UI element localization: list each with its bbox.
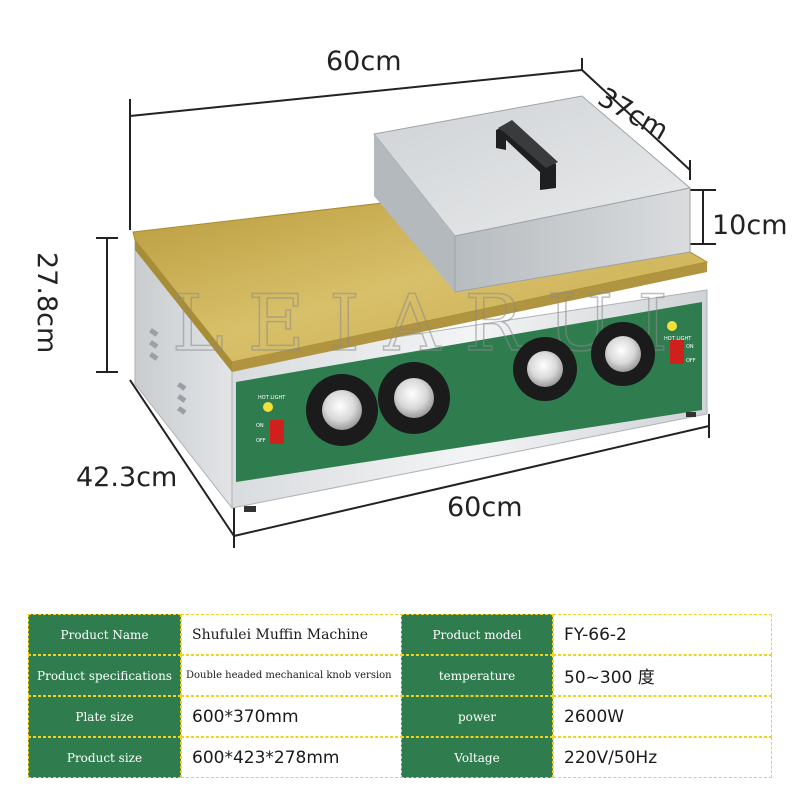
right-control-group: HOT LIGHT ON OFF <box>513 321 696 401</box>
spec-value: 600*370mm <box>181 696 403 737</box>
spec-value: 50~300 度 <box>553 655 772 696</box>
spec-value: 2600W <box>553 696 772 737</box>
spec-value: Shufulei Muffin Machine <box>181 614 403 655</box>
spec-label: power <box>401 696 553 737</box>
dimension-lid-height: 10cm <box>712 210 788 241</box>
hot-light-label-right: HOT LIGHT <box>664 336 692 342</box>
dimension-lines <box>96 58 716 548</box>
side-vents <box>149 328 187 415</box>
dimension-depth: 42.3cm <box>76 462 178 493</box>
off-label-right: OFF <box>686 358 696 364</box>
dimension-bottom-width: 60cm <box>447 492 523 523</box>
power-switch-right[interactable] <box>670 340 684 364</box>
table-row: Product specifications Double headed mec… <box>28 655 772 696</box>
temperature-knob-right-1[interactable] <box>527 351 563 387</box>
dimension-height: 27.8cm <box>31 252 62 354</box>
table-row: Product Name Shufulei Muffin Machine Pro… <box>28 614 772 655</box>
spec-label: Plate size <box>28 696 181 737</box>
temperature-knob-left-2[interactable] <box>394 378 434 418</box>
lid-front <box>454 187 691 293</box>
spec-label: Product Name <box>28 614 181 655</box>
hot-light-label-left: HOT LIGHT <box>258 395 286 401</box>
on-label-left: ON <box>256 423 264 429</box>
foot <box>686 412 696 417</box>
spec-value: 600*423*278mm <box>181 737 403 778</box>
lid-side <box>374 134 455 292</box>
spec-value: 220V/50Hz <box>553 737 772 778</box>
spec-value: FY-66-2 <box>553 614 772 655</box>
hot-light-indicator-right <box>667 321 677 331</box>
power-switch-left[interactable] <box>270 420 284 444</box>
spec-table: Product Name Shufulei Muffin Machine Pro… <box>28 614 772 778</box>
off-label-left: OFF <box>256 438 266 444</box>
temperature-knob-right-2[interactable] <box>605 336 641 372</box>
spec-label: temperature <box>401 655 553 696</box>
watermark-text: LEIARUI <box>172 279 668 369</box>
spec-label: Product size <box>28 737 181 778</box>
left-control-group: HOT LIGHT ON OFF <box>256 362 450 446</box>
table-row: Plate size 600*370mm power 2600W <box>28 696 772 737</box>
spec-label: Product model <box>401 614 553 655</box>
plate-edge-front <box>232 262 707 372</box>
lid-handle <box>496 120 558 190</box>
spec-label: Voltage <box>401 737 553 778</box>
plate-edge-left <box>135 240 232 372</box>
table-row: Product size 600*423*278mm Voltage 220V/… <box>28 737 772 778</box>
dimension-top-width: 60cm <box>326 46 402 77</box>
spec-value: Double headed mechanical knob version <box>181 655 403 696</box>
hot-light-indicator-left <box>263 402 273 412</box>
foot <box>244 506 256 512</box>
on-label-right: ON <box>686 344 694 350</box>
spec-label: Product specifications <box>28 655 181 696</box>
temperature-knob-left-1[interactable] <box>322 390 362 430</box>
